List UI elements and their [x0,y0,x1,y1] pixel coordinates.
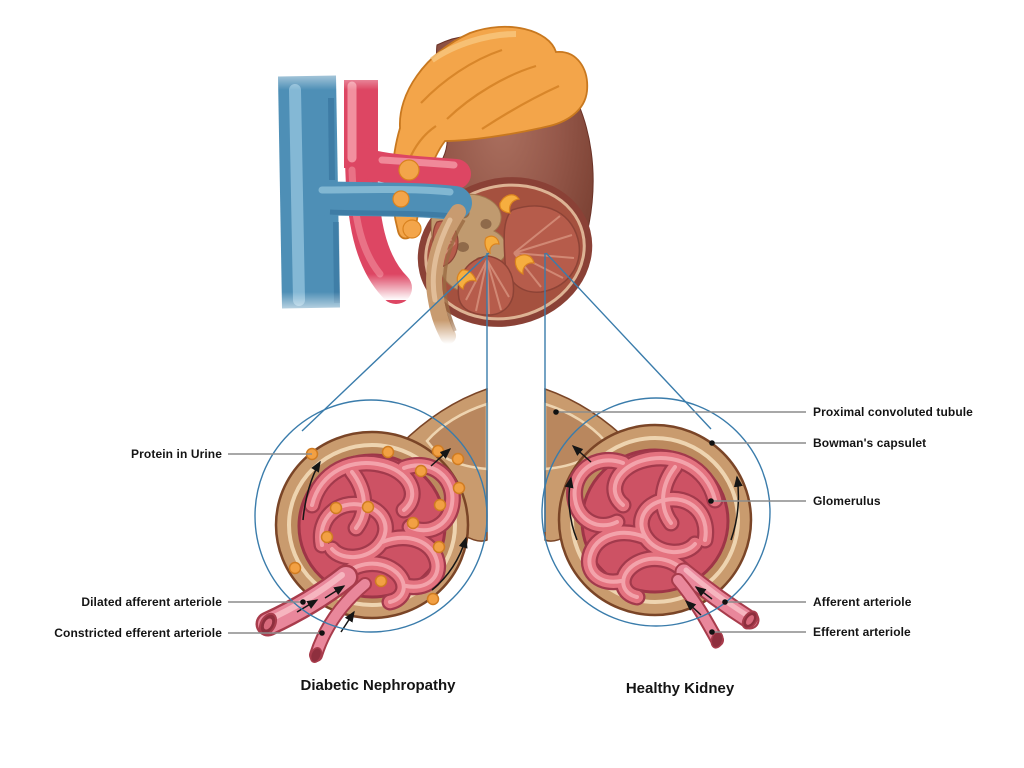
adrenal-gland [391,25,589,240]
kidney-illustration [266,25,594,344]
flow-arrows-left [296,447,468,633]
glomerular-tuft-right [566,448,730,606]
renal-vein [278,75,472,309]
leader-dots [300,409,728,636]
glomerular-tuft [297,453,461,611]
label-constricted-efferent-arteriole: Constricted efferent arteriole [54,626,222,640]
label-dilated-afferent-arteriole: Dilated afferent arteriole [81,595,222,609]
magnifier-lines [254,252,771,633]
label-bowmans-capsule: Bowman's capsulet [813,436,927,450]
label-protein-in-urine: Protein in Urine [131,447,222,461]
label-glomerulus: Glomerulus [813,494,881,508]
label-efferent-arteriole: Efferent arteriole [813,625,911,639]
diabetic-glomerulus [255,387,489,663]
constricted-efferent-arteriole [309,577,372,663]
caption-diabetic-nephropathy: Diabetic Nephropathy [300,677,456,694]
hilum-fat [392,159,422,239]
label-proximal-convoluted-tubule: Proximal convoluted tubule [813,405,973,419]
renal-sinus-fat [456,194,535,290]
afferent-arteriole [674,562,760,630]
label-afferent-arteriole: Afferent arteriole [813,595,912,609]
flow-arrows-right [564,445,743,616]
leader-lines [228,411,806,634]
caption-healthy-kidney: Healthy Kidney [625,680,735,697]
healthy-glomerulus [543,387,760,649]
